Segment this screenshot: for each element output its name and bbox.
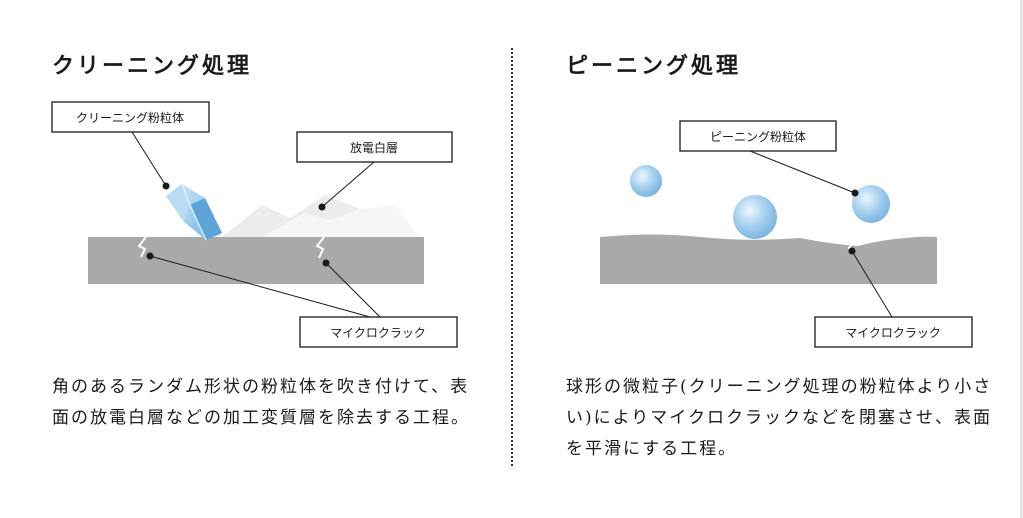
peening-title: ピーニング処理: [566, 54, 742, 79]
peening-sphere-3: [852, 185, 890, 223]
crack-mark-left-2: [315, 236, 325, 259]
svg-text:ピーニング粉粒体: ピーニング粉粒体: [710, 129, 806, 144]
peening-sphere-1: [630, 165, 662, 197]
crack-mark-left-1: [137, 236, 147, 258]
right-edge-strip: [1020, 0, 1023, 518]
peening-sphere-2: [733, 195, 777, 239]
peening-diagram: ピーニング粉粒体 マイクロクラック: [600, 120, 973, 348]
svg-text:マイクロクラック: マイクロクラック: [330, 326, 426, 340]
cleaning-title: クリーニング処理: [52, 54, 253, 79]
label-cleaning-particle: クリーニング粉粒体: [51, 101, 210, 133]
cleaning-particle: [166, 183, 222, 241]
label-peening-crack: マイクロクラック: [814, 316, 973, 348]
svg-text:放電白層: 放電白層: [350, 140, 398, 155]
label-cleaning-crack: マイクロクラック: [299, 316, 458, 348]
svg-text:クリーニング粉粒体: クリーニング粉粒体: [76, 110, 184, 125]
label-white-layer: 放電白層: [296, 131, 453, 163]
cleaning-diagram: クリーニング粉粒体 放電白層 マイクロクラック: [51, 101, 458, 348]
dotted-divider: [511, 48, 513, 466]
cleaning-substrate: [88, 237, 424, 284]
white-layer-shade: [262, 206, 420, 237]
peening-description: 球形の微粒子(クリーニング処理の粉粒体より小さい)によりマイクロクラックなどを閉…: [566, 377, 993, 459]
label-peening-particle: ピーニング粉粒体: [679, 120, 837, 152]
peening-substrate: [600, 234, 937, 284]
svg-text:マイクロクラック: マイクロクラック: [845, 326, 941, 340]
cleaning-description: 角のあるランダム形状の粉粒体を吹き付けて、表面の放電白層などの加工変質層を除去す…: [52, 377, 470, 428]
